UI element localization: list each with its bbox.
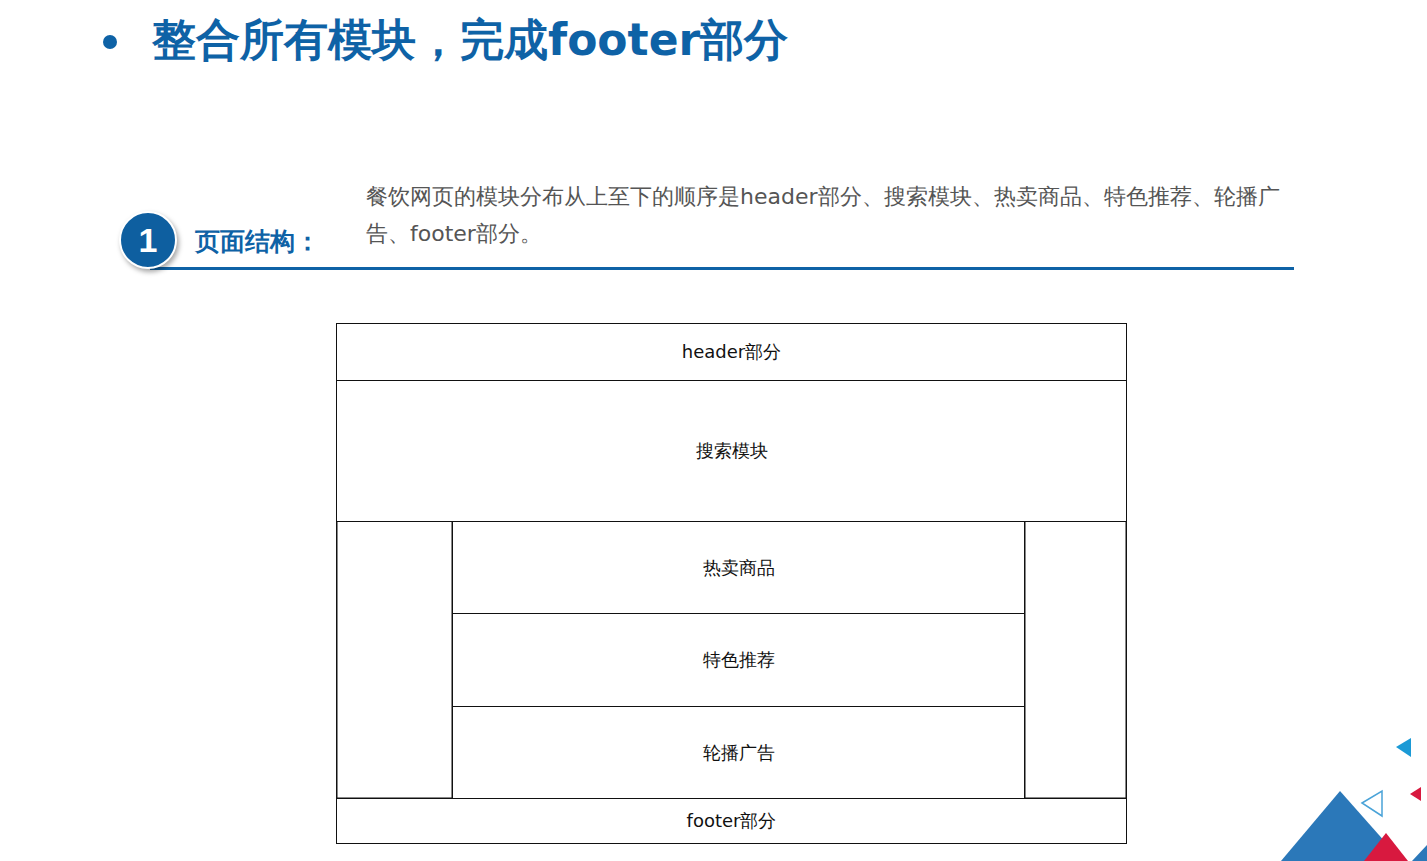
search-box: 搜索模块 [336,380,1127,522]
header-box: header部分 [336,323,1127,381]
deco-triangle [1412,845,1427,861]
section-underline [150,267,1294,270]
section-heading: 页面结构： [195,227,320,257]
right-column [1025,521,1127,799]
left-column [337,521,453,799]
box-label: 1 [139,221,158,260]
hot-goods-box: 热卖商品 [452,521,1025,614]
box-label: 搜索模块 [696,439,768,463]
deco-triangle [1362,791,1382,816]
deco-triangle [1364,833,1408,861]
section-number: 1 [119,211,177,269]
box-label: header部分 [682,340,781,364]
deco-triangle [1410,787,1421,801]
box-label: 热卖商品 [703,556,775,580]
box-label: 特色推荐 [703,648,775,672]
box-label: 轮播广告 [703,741,775,765]
recommend-box: 特色推荐 [452,613,1025,707]
bullet-dot [103,35,117,49]
section-description: 餐饮网页的模块分布从上至下的顺序是header部分、搜索模块、热卖商品、特色推荐… [366,178,1291,252]
footer-box: footer部分 [336,798,1127,844]
slide-title: 整合所有模块，完成footer部分 [152,14,788,67]
deco-triangle [1396,738,1411,757]
carousel-box: 轮播广告 [452,706,1025,799]
box-label: footer部分 [687,809,777,833]
